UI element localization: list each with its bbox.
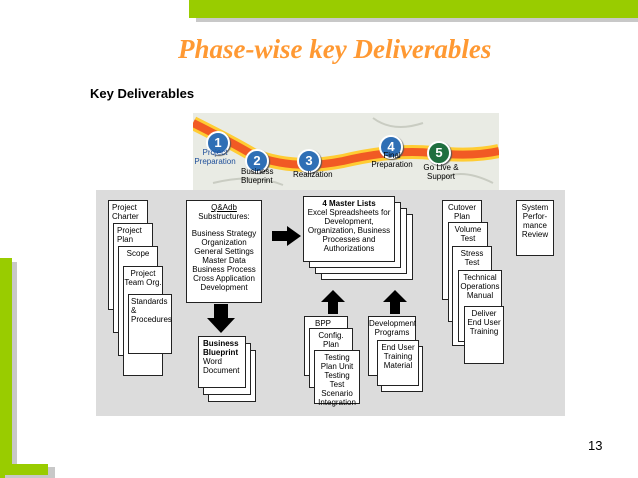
qadb-header: Q&Adb (211, 203, 237, 212)
deliverables-panel: Project Charter Project Plan Scope Proje… (96, 190, 565, 416)
phase-2-label-line1: Business (241, 167, 274, 176)
doc-deliver-training: Deliver End User Training (464, 306, 504, 364)
master-lists-header: 4 Master Lists (322, 199, 376, 208)
arrow-up-icon-1 (321, 290, 345, 314)
doc-business-blueprint: Business Blueprint Word Document (198, 336, 246, 388)
left-bar (0, 258, 12, 478)
bb-line2: Blueprint (203, 348, 239, 357)
phase-5-badge: 5 (427, 141, 451, 165)
phase-5-label: Go Live & Support (421, 163, 461, 181)
doc-testing: Testing Plan Unit Testing Test Scenario … (314, 350, 360, 407)
phase-2-badge: 2 (245, 149, 269, 173)
phase-4-label-line1: Final (383, 151, 401, 160)
doc-system-review: System Perfor- mance Review (516, 200, 554, 256)
qadb-items: Business Strategy Organization General S… (191, 229, 257, 292)
phase-1-label: Project Preparation (193, 148, 237, 166)
roadmap: 1 Project Preparation 2 Business Bluepri… (193, 113, 499, 190)
master-lists-body: Excel Spreadsheets for Development, Orga… (307, 208, 391, 253)
bb-line3: Word (203, 357, 222, 366)
phase-3-label: Realization (293, 170, 333, 179)
arrow-right-icon (272, 226, 301, 246)
arrow-up-icon-2 (383, 290, 407, 314)
phase-3-label-line1: Realization (293, 170, 333, 179)
doc-qadb: Q&Adb Substructures: Business Strategy O… (186, 200, 262, 303)
key-deliverables-label: Key Deliverables (90, 86, 195, 101)
phase-2-label-line2: Blueprint (241, 176, 273, 185)
phase-1-label-line2: Preparation (194, 157, 236, 166)
phase-2-label: Business Blueprint (241, 167, 273, 185)
doc-standards-procedures: Standards & Procedures (128, 294, 172, 354)
phase-3-badge: 3 (297, 149, 321, 173)
top-bar (189, 0, 638, 18)
doc-master-lists: 4 Master Lists Excel Spreadsheets for De… (303, 196, 395, 262)
phase-4-label-line2: Preparation (371, 160, 413, 169)
page-number: 13 (588, 438, 603, 453)
roadmap-road (193, 116, 499, 186)
arrow-down-icon (207, 304, 235, 333)
phase-1-badge: 1 (206, 131, 230, 155)
bb-line4: Document (203, 366, 240, 375)
bottom-bar (0, 464, 48, 475)
phase-4-badge: 4 (379, 135, 403, 159)
phase-1-label-line1: Project (202, 148, 228, 157)
slide-title: Phase-wise key Deliverables (178, 34, 492, 64)
doc-training-material: End User Training Material (377, 340, 419, 386)
qadb-sub: Substructures: (198, 212, 250, 221)
bb-line1: Business (203, 339, 239, 348)
phase-4-label: Final Preparation (367, 151, 417, 169)
phase-5-label-line2: Support (426, 172, 456, 181)
phase-5-label-line1: Go Live & (423, 163, 459, 172)
